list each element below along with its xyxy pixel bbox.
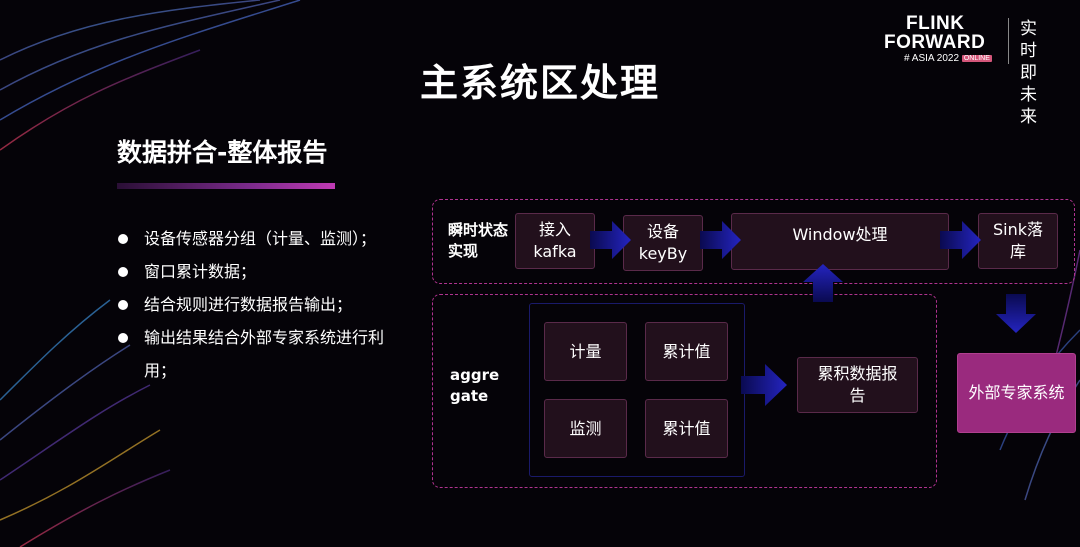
arrow-report-to-window-icon xyxy=(803,264,843,302)
arrow-aggregate-to-report-icon xyxy=(741,364,787,406)
external-expert-system-box: 外部专家系统 xyxy=(957,353,1076,433)
bullet-item: 窗口累计数据； xyxy=(118,255,418,288)
aggregate-label: aggre gate xyxy=(450,366,500,405)
aggregate-region xyxy=(432,294,937,488)
page-title: 主系统区处理 xyxy=(419,61,660,105)
window-process-box: Window处理 xyxy=(731,213,949,270)
logo-flink-text: FLINK xyxy=(906,13,965,34)
bullet-list: 设备传感器分组（计量、监测）； 窗口累计数据； 结合规则进行数据报告输出； 输出… xyxy=(118,222,418,387)
accumulated-value-box: 累计值 xyxy=(645,399,728,458)
flink-forward-logo: FLINK FORWARD xyxy=(884,14,985,52)
bullet-item: 结合规则进行数据报告输出； xyxy=(118,288,418,321)
section-subtitle: 数据拼合-整体报告 xyxy=(117,138,328,167)
monitoring-box: 监测 xyxy=(544,399,627,458)
arrow-kafka-to-keyby-icon xyxy=(590,221,631,259)
report-box: 累积数据报告 xyxy=(797,357,918,413)
bullet-item: 输出结果结合外部专家系统进行利用； xyxy=(118,321,418,387)
logo-asia-line: # ASIA 2022 ONLINE xyxy=(904,53,992,64)
accumulated-value-box: 累计值 xyxy=(645,322,728,381)
subtitle-underline xyxy=(117,183,335,189)
sink-box: Sink落库 xyxy=(978,213,1058,269)
logo-online-badge: ONLINE xyxy=(961,54,992,62)
device-keyby-box: 设备 keyBy xyxy=(623,215,703,271)
arrow-sink-to-external-icon xyxy=(996,294,1036,333)
logo-slogan: 实时即未来 xyxy=(1020,19,1037,127)
stream-label: 瞬时状态实现 xyxy=(448,221,509,260)
logo-divider xyxy=(1008,18,1009,64)
logo-asia-text: # ASIA 2022 xyxy=(904,53,960,64)
arrow-keyby-to-window-icon xyxy=(700,221,741,259)
stream-region xyxy=(432,199,1075,284)
bullet-item: 设备传感器分组（计量、监测）； xyxy=(118,222,418,255)
arrow-window-to-sink-icon xyxy=(940,221,981,259)
metering-box: 计量 xyxy=(544,322,627,381)
logo-forward-text: FORWARD xyxy=(884,32,986,53)
